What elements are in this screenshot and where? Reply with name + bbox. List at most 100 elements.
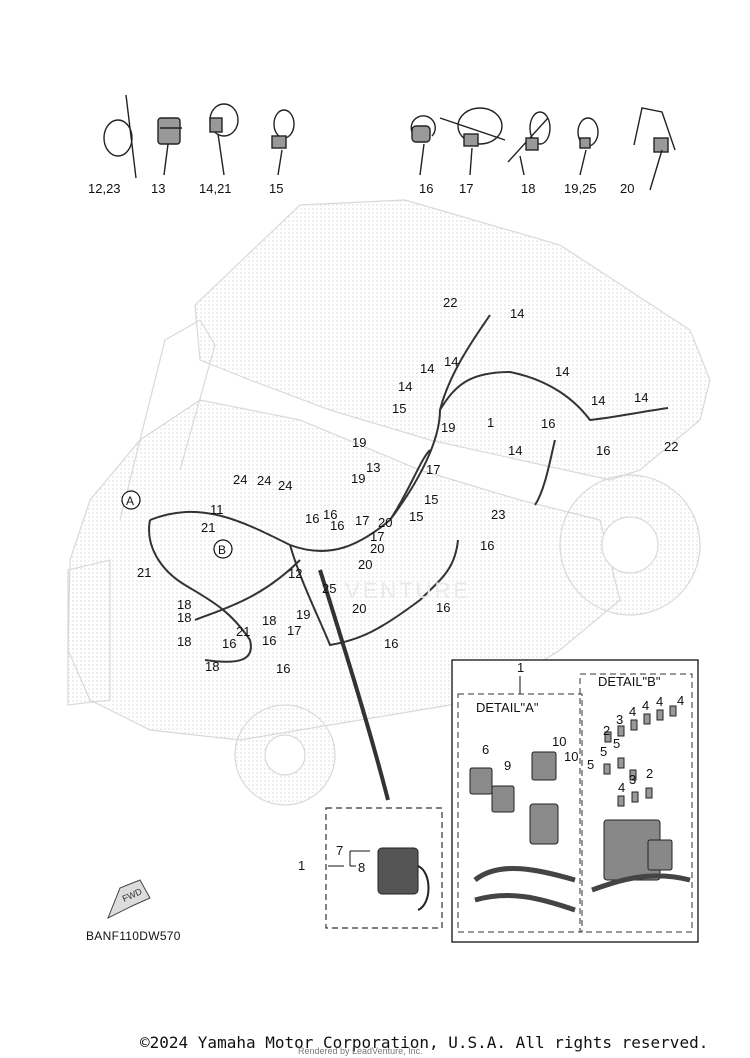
fastener-label: 12,23 [88, 181, 121, 196]
detail-label: 4 [618, 780, 625, 795]
callout-label: 12 [288, 566, 302, 581]
detail-label: 10 [564, 749, 578, 764]
callout-label: 13 [366, 460, 380, 475]
callout-label: 23 [491, 507, 505, 522]
long-tie-icon [633, 107, 676, 191]
callout-label: 16 [480, 538, 494, 553]
callout-label: 24 [233, 472, 247, 487]
callout-label: 21 [201, 520, 215, 535]
detail-label: 9 [504, 758, 511, 773]
fastener-label: 20 [620, 181, 634, 196]
callout-label: 25 [322, 581, 336, 596]
inset-label: 8 [358, 860, 365, 875]
callout-label: 14 [591, 393, 605, 408]
callout-label: 11 [210, 502, 224, 517]
marker-b-label: B [218, 543, 226, 557]
callout-label: 19 [351, 471, 365, 486]
detail-label: 4 [629, 704, 636, 719]
callout-label: 20 [358, 557, 372, 572]
wire-harness [148, 314, 669, 801]
callout-label: 17 [355, 513, 369, 528]
callout-label: 14 [444, 354, 458, 369]
fastener-label: 18 [521, 181, 535, 196]
fastener-label: 16 [419, 181, 433, 196]
callout-label: 16 [305, 511, 319, 526]
callout-label: 18 [177, 597, 191, 612]
callout-label: 16 [262, 633, 276, 648]
diagram-code: BANF110DW570 [86, 929, 181, 943]
callout-label: 16 [323, 507, 337, 522]
fastener-icons [103, 94, 676, 191]
detail-label: 3 [616, 712, 623, 727]
callout-label: 17 [287, 623, 301, 638]
callout-label: 18 [177, 610, 191, 625]
watermark: VENTURE [345, 578, 471, 603]
fastener-label: 19,25 [564, 181, 597, 196]
callout-label: 14 [398, 379, 412, 394]
callout-label: 18 [177, 634, 191, 649]
wire-bundle-a [473, 866, 576, 913]
callout-labels: 22 14 14 14 14 14 14 14 15 1 16 19 19 13… [137, 295, 678, 676]
cable-tie-icon [103, 94, 137, 179]
detail-box: 1 DETAIL"A" DETAIL"B" [451, 659, 699, 943]
detail-label: 2 [646, 766, 653, 781]
connector-icon [377, 847, 430, 911]
band-clip-icon [271, 109, 295, 176]
callout-label: 16 [384, 636, 398, 651]
band-clamp-icon [209, 103, 239, 176]
callout-label: 17 [426, 462, 440, 477]
callout-label: 16 [222, 636, 236, 651]
detail-label: 3 [629, 772, 636, 787]
callout-label: 14 [508, 443, 522, 458]
copyright-text: ©2024 Yamaha Motor Corporation, U.S.A. A… [140, 1033, 709, 1052]
callout-label: 14 [420, 361, 434, 376]
wheel-front-right-hub [601, 516, 659, 574]
holder-band-icon [507, 111, 551, 176]
inset-label: 7 [336, 843, 343, 858]
fuse-box-icon [603, 819, 673, 881]
callout-label: 14 [555, 364, 569, 379]
callout-label: 15 [392, 401, 406, 416]
clip-icon [410, 115, 436, 176]
detail-label: 4 [677, 693, 684, 708]
callout-label: 16 [541, 416, 555, 431]
strap-tie-icon [439, 107, 506, 176]
fastener-label: 14,21 [199, 181, 232, 196]
detail-label: 10 [552, 734, 566, 749]
callout-label: 22 [443, 295, 457, 310]
fwd-arrow-icon [107, 879, 151, 920]
inset-label: 1 [298, 858, 305, 873]
harness-branch-mid [389, 449, 431, 521]
detail-label: 6 [482, 742, 489, 757]
callout-label: 18 [205, 659, 219, 674]
detail-label: 4 [642, 698, 649, 713]
detail-label: 5 [587, 757, 594, 772]
callout-label: 24 [257, 473, 271, 488]
fastener-label: 17 [459, 181, 473, 196]
fastener-label: 13 [151, 181, 165, 196]
detail-label: 5 [613, 736, 620, 751]
callout-label: 16 [436, 600, 450, 615]
harness-trunk [149, 370, 669, 552]
detail-label: 4 [656, 694, 663, 709]
callout-label: 21 [236, 624, 250, 639]
callout-label: 17 [370, 529, 384, 544]
detail-ref-label: 1 [517, 660, 524, 675]
detail-b-title: DETAIL"B" [598, 674, 661, 689]
leader-to-inset [318, 569, 390, 801]
callout-label: 20 [352, 601, 366, 616]
callout-label: 20 [378, 515, 392, 530]
harness-branch-right [534, 439, 556, 506]
relay-icons [469, 751, 559, 845]
fastener-label: 15 [269, 181, 283, 196]
marker-a: A [121, 490, 141, 510]
marker-b: B [213, 539, 233, 559]
callout-label: 24 [278, 478, 292, 493]
harness-clip-icon [157, 117, 182, 176]
wire-bundle-b [591, 873, 691, 893]
inset-connector: 1 7 8 [298, 807, 443, 929]
fastener-labels: 12,23 13 14,21 15 16 17 18 19,25 20 [88, 181, 634, 196]
callout-label: 18 [262, 613, 276, 628]
detail-label: 2 [603, 723, 610, 738]
